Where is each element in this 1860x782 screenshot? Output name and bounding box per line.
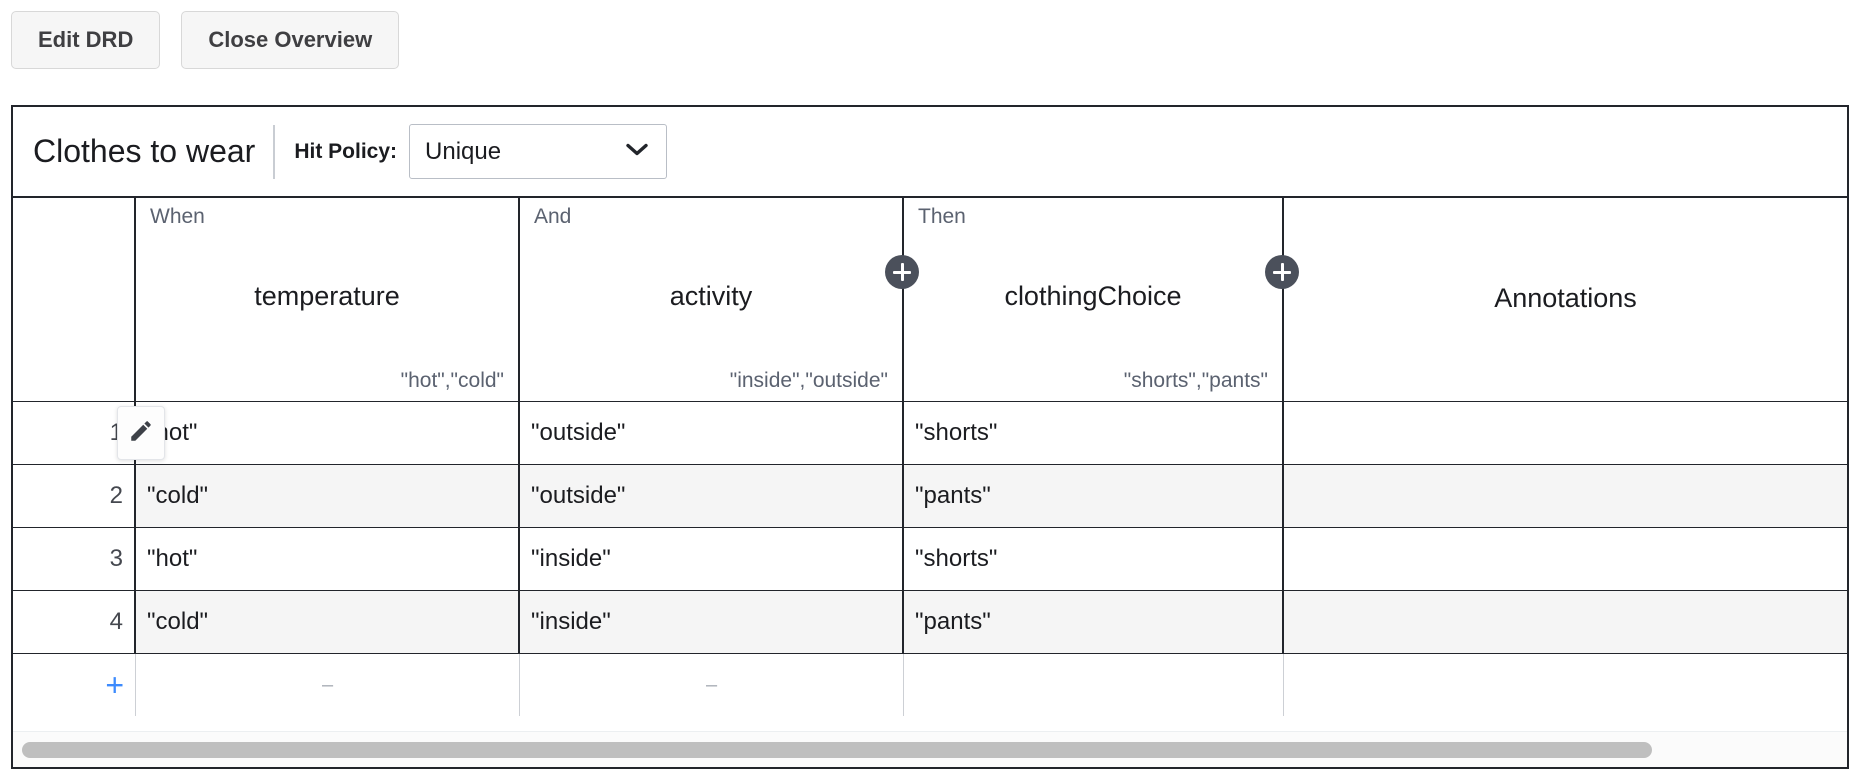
horizontal-scrollbar[interactable] — [13, 731, 1847, 767]
row-index: 4 — [13, 591, 136, 653]
column-kind-then: Then — [918, 205, 966, 228]
hit-policy-label: Hit Policy: — [294, 139, 398, 163]
cell-clothingchoice[interactable]: "shorts" — [904, 528, 1284, 590]
add-row-placeholder-clothingchoice[interactable] — [904, 654, 1284, 716]
row-index: 1 — [13, 402, 136, 464]
edit-drd-button[interactable]: Edit DRD — [11, 11, 161, 69]
annotations-values-spacer — [1298, 370, 1833, 391]
cell-annotation[interactable] — [1284, 591, 1847, 653]
cell-annotation[interactable] — [1284, 528, 1847, 590]
cell-activity[interactable]: "inside" — [520, 528, 904, 590]
close-overview-button[interactable]: Close Overview — [181, 11, 400, 69]
column-kind-when: When — [150, 205, 205, 228]
cell-clothingchoice[interactable]: "pants" — [904, 465, 1284, 527]
hit-policy-select[interactable]: Unique — [409, 124, 668, 179]
column-header-clothingchoice[interactable]: Then clothingChoice "shorts","pants" — [904, 198, 1299, 401]
row-index: 3 — [13, 528, 136, 590]
row-index: 2 — [13, 465, 136, 527]
column-name-annotations: Annotations — [1494, 283, 1637, 313]
add-row-placeholder-activity[interactable]: – — [520, 654, 904, 716]
column-name-activity: activity — [669, 281, 753, 311]
cell-activity[interactable]: "outside" — [520, 402, 904, 464]
table-row[interactable]: 2 "cold" "outside" "pants" — [13, 465, 1847, 528]
add-rule-row[interactable]: + – – — [13, 654, 1847, 716]
column-values-clothingchoice: "shorts","pants" — [1123, 369, 1268, 392]
table-row[interactable]: 1 "hot" "outside" "shorts" — [13, 402, 1847, 465]
column-values-activity: "inside","outside" — [729, 369, 888, 392]
table-row[interactable]: 3 "hot" "inside" "shorts" — [13, 528, 1847, 591]
add-output-column-button[interactable] — [1265, 255, 1299, 289]
table-row[interactable]: 4 "cold" "inside" "pants" — [13, 591, 1847, 654]
top-toolbar: Edit DRD Close Overview — [11, 11, 400, 69]
cell-annotation[interactable] — [1284, 402, 1847, 464]
add-row-placeholder-annotation[interactable] — [1284, 654, 1847, 716]
add-rule-button[interactable]: + — [13, 654, 136, 716]
add-input-column-button[interactable] — [885, 255, 919, 289]
cell-annotation[interactable] — [1284, 465, 1847, 527]
cell-activity[interactable]: "outside" — [520, 465, 904, 527]
header-index-cell — [13, 198, 136, 401]
column-header-temperature[interactable]: When temperature "hot","cold" — [136, 198, 520, 401]
chevron-down-icon — [626, 142, 648, 161]
title-divider — [273, 124, 276, 179]
horizontal-scrollbar-thumb[interactable] — [22, 741, 1652, 758]
decision-table: Clothes to wear Hit Policy: Unique When … — [11, 105, 1849, 769]
decision-table-body: 1 "hot" "outside" "shorts" 2 "cold" "out… — [13, 402, 1847, 716]
cell-temperature[interactable]: "cold" — [136, 591, 520, 653]
hit-policy-value: Unique — [425, 137, 502, 165]
column-kind-and: And — [534, 205, 572, 228]
cell-clothingchoice[interactable]: "pants" — [904, 591, 1284, 653]
cell-clothingchoice[interactable]: "shorts" — [904, 402, 1284, 464]
cell-temperature[interactable]: "hot" — [136, 402, 520, 464]
column-header-activity[interactable]: And activity "inside","outside" — [520, 198, 919, 401]
column-header-row: When temperature "hot","cold" And activi… — [13, 198, 1847, 406]
column-values-temperature: "hot","cold" — [400, 369, 504, 392]
column-name-clothingchoice: clothingChoice — [1004, 281, 1182, 311]
edit-cell-popover[interactable] — [117, 406, 165, 460]
decision-table-title: Clothes to wear — [33, 133, 256, 169]
cell-temperature[interactable]: "hot" — [136, 528, 520, 590]
decision-table-header: Clothes to wear Hit Policy: Unique — [13, 107, 1847, 198]
cell-activity[interactable]: "inside" — [520, 591, 904, 653]
column-header-annotations[interactable]: Annotations — [1284, 198, 1847, 401]
add-row-placeholder-temperature[interactable]: – — [136, 654, 520, 716]
annotations-kind-spacer — [1298, 206, 1833, 227]
cell-temperature[interactable]: "cold" — [136, 465, 520, 527]
column-name-temperature: temperature — [254, 281, 400, 311]
pencil-icon — [128, 418, 154, 449]
